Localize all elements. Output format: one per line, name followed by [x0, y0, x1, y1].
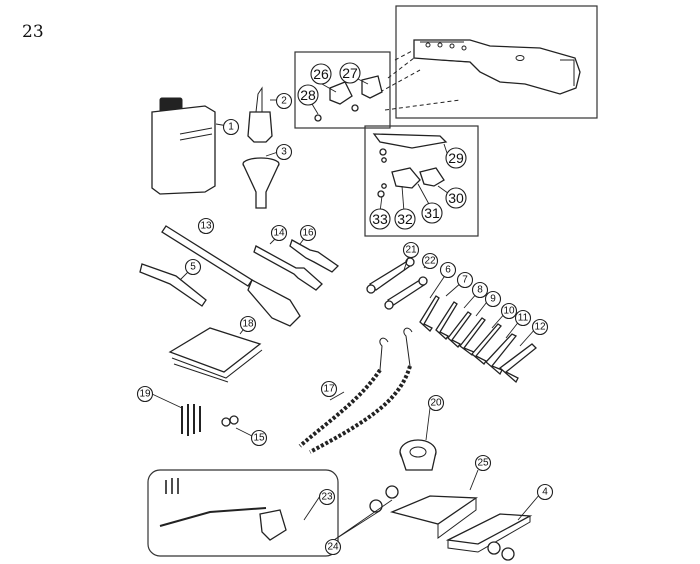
callout-28: 28	[297, 84, 319, 106]
svg-text:20: 20	[430, 398, 442, 409]
funnel	[242, 157, 280, 209]
hex-key-set	[419, 295, 537, 384]
oil-container	[151, 97, 216, 195]
svg-text:15: 15	[253, 433, 265, 444]
callout-14: 14	[270, 224, 288, 242]
svg-text:32: 32	[397, 211, 413, 227]
callout-2: 2	[275, 92, 293, 110]
svg-text:10: 10	[503, 306, 515, 317]
nuts	[221, 415, 239, 427]
svg-text:11: 11	[518, 313, 529, 324]
oil-can	[247, 86, 273, 143]
callout-30: 30	[445, 187, 467, 209]
svg-text:22: 22	[424, 256, 436, 267]
callout-9: 9	[484, 290, 502, 308]
callout-17: 17	[320, 380, 338, 398]
svg-text:6: 6	[445, 265, 451, 276]
svg-text:33: 33	[372, 211, 388, 227]
svg-text:7: 7	[462, 275, 468, 286]
svg-text:27: 27	[342, 65, 358, 81]
callout-4: 4	[536, 483, 554, 501]
svg-text:28: 28	[300, 87, 316, 103]
callout-7: 7	[456, 271, 474, 289]
callout-10: 10	[500, 302, 518, 320]
callout-26: 26	[310, 63, 332, 85]
svg-text:24: 24	[327, 542, 339, 553]
frame-clip-detail-lower	[364, 125, 479, 237]
clip-upper-assembly	[314, 75, 383, 122]
svg-text:9: 9	[490, 294, 496, 305]
callout-20: 20	[427, 394, 445, 412]
frame-bracket-detail	[395, 5, 598, 119]
svg-text:1: 1	[228, 122, 234, 133]
callout-12: 12	[531, 318, 549, 336]
callout-32: 32	[394, 208, 416, 230]
callout-8: 8	[471, 281, 489, 299]
svg-text:25: 25	[477, 458, 489, 469]
svg-text:13: 13	[200, 221, 212, 232]
svg-text:30: 30	[448, 190, 464, 206]
wrench-21	[366, 257, 415, 294]
tool-bar-13	[161, 225, 301, 327]
svg-text:18: 18	[242, 319, 254, 330]
frame-clip-detail-upper	[294, 51, 391, 129]
frame-kit-23	[147, 469, 339, 557]
wrench-22	[384, 276, 428, 310]
screwdriver-16	[289, 239, 340, 273]
clip-lower-assembly	[372, 133, 448, 198]
callout-22: 22	[421, 252, 439, 270]
frame-bracket	[379, 39, 581, 111]
svg-text:2: 2	[281, 96, 287, 107]
svg-text:12: 12	[534, 322, 546, 333]
callout-5: 5	[184, 258, 202, 276]
callout-18: 18	[239, 315, 257, 333]
kit-23-contents	[159, 478, 287, 541]
svg-text:4: 4	[542, 487, 548, 498]
svg-text:17: 17	[323, 384, 335, 395]
svg-text:8: 8	[477, 285, 483, 296]
chain	[298, 327, 413, 454]
callout-3: 3	[275, 143, 293, 161]
filter	[399, 439, 437, 471]
screwdriver-14	[253, 245, 323, 291]
callout-33: 33	[369, 208, 391, 230]
callout-21: 21	[402, 241, 420, 259]
svg-text:16: 16	[302, 228, 314, 239]
callout-16: 16	[299, 224, 317, 242]
cloth	[168, 327, 263, 383]
callout-6: 6	[439, 261, 457, 279]
callout-1: 1	[222, 118, 240, 136]
svg-text:31: 31	[424, 205, 440, 221]
plate-25	[389, 495, 478, 539]
callout-29: 29	[445, 147, 467, 169]
callout-24: 24	[324, 538, 342, 556]
svg-text:3: 3	[281, 147, 287, 158]
callout-19: 19	[136, 385, 154, 403]
bracket-4	[445, 513, 533, 553]
callout-13: 13	[197, 217, 215, 235]
tool-5	[139, 263, 207, 307]
svg-text:26: 26	[313, 66, 329, 82]
svg-text:5: 5	[190, 262, 196, 273]
svg-text:23: 23	[321, 492, 333, 503]
svg-text:29: 29	[448, 150, 464, 166]
callout-23: 23	[318, 488, 336, 506]
page-number: 23	[22, 22, 44, 42]
svg-text:19: 19	[139, 389, 151, 400]
callout-15: 15	[250, 429, 268, 447]
callout-25: 25	[474, 454, 492, 472]
svg-text:21: 21	[405, 245, 417, 256]
svg-text:14: 14	[273, 228, 285, 239]
callout-11: 11	[514, 309, 532, 327]
callout-27: 27	[339, 62, 361, 84]
callout-31: 31	[421, 202, 443, 224]
pins	[181, 404, 201, 436]
